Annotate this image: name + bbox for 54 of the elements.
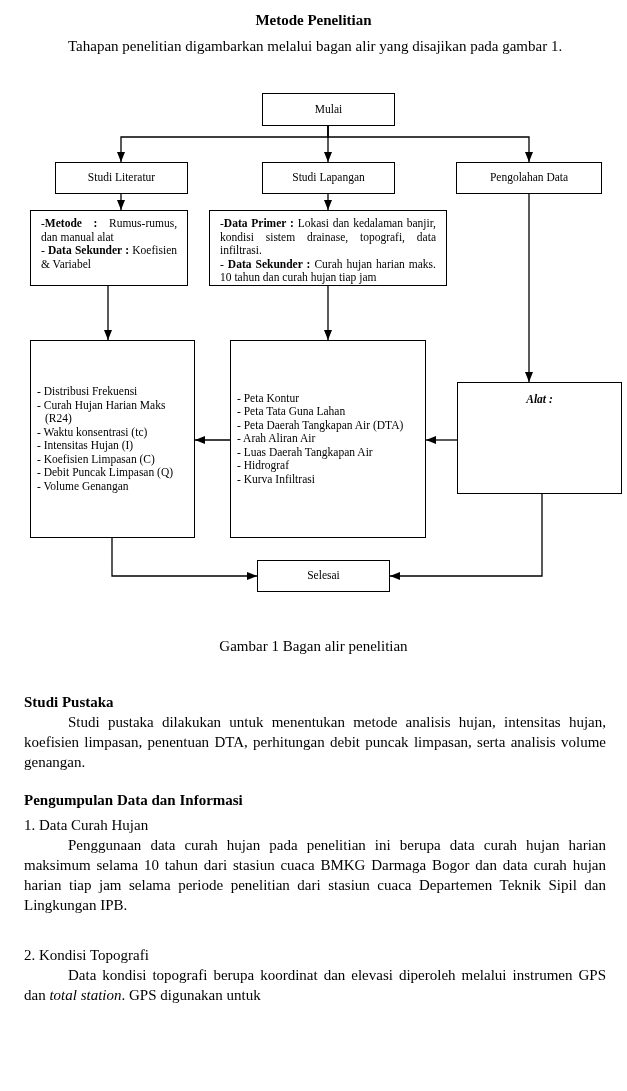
arrow <box>323 285 333 341</box>
box-text: -Metode : Rumus-rumus, dan manual alat <box>41 217 177 244</box>
arrow <box>103 285 113 341</box>
list-item: - Peta Daerah Tangkapan Air (DTA) <box>237 418 405 433</box>
arrow <box>327 125 534 163</box>
section-heading: Pengumpulan Data dan Informasi <box>24 791 244 810</box>
arrow <box>194 435 231 445</box>
process-box <box>30 340 195 538</box>
list-item: - Peta Kontur <box>237 391 300 406</box>
subheading: 1. Data Curah Hujan <box>24 816 150 835</box>
list-item: - Debit Puncak Limpasan (Q) <box>37 466 175 480</box>
arrow <box>323 193 333 211</box>
arrow <box>389 493 543 581</box>
process-box <box>209 210 447 286</box>
paragraph: Penggunaan data curah hujan pada penelitian ini berupa data curah hujan harian maksimum selama 10 tahun dari stasiun cuaca BMKG Darmaga Bogor dan data curah hujan harian tiap jam selama periode penelitian dari stasiun cuaca Departemen Teknik Sipil dan Lingkungan IPB. <box>24 836 606 915</box>
arrow <box>116 193 126 211</box>
list-item: - Kurva Infiltrasi <box>237 472 316 487</box>
list-item: - Distribusi Frekuensi <box>37 385 139 399</box>
box-text: - Data Sekunder : Koefisien & Variabel <box>41 244 177 271</box>
process-box <box>30 210 188 286</box>
process-box <box>262 162 395 194</box>
box-text: Pengolahan Data <box>489 171 569 185</box>
process-box <box>230 340 426 538</box>
list-item: - Hidrograf <box>237 459 291 473</box>
list-item: - Koefisien Limpasan (C) <box>37 452 156 466</box>
box-text: -Data Primer : Lokasi dan kedalaman banjir, kondisi sistem drainase, topografi, data infiltrasi. <box>220 217 436 258</box>
box-text: Mulai <box>314 102 343 117</box>
list-item: - Intensitas Hujan (I) <box>37 439 135 453</box>
box-text: Studi Lapangan <box>292 171 365 185</box>
arrow <box>111 537 258 581</box>
process-box <box>457 382 622 494</box>
box-text: - Data Sekunder : Curah hujan harian maks. 10 tahun dan curah hujan tiap jam <box>220 257 436 285</box>
box-text: Alat : <box>525 393 554 407</box>
list-item: - Arah Aliran Air <box>237 432 317 446</box>
process-box <box>55 162 188 194</box>
list-item: - Volume Genangan <box>37 479 130 493</box>
subheading: 2. Kondisi Topografi <box>24 946 150 965</box>
box-text: Selesai <box>307 569 340 583</box>
list-item: - Luas Daerah Tangkapan Air <box>237 445 374 460</box>
section-heading: Studi Pustaka <box>24 693 115 712</box>
page-heading: Metode Penelitian <box>254 11 373 30</box>
list-item: - Peta Tata Guna Lahan <box>237 405 347 419</box>
process-box <box>456 162 602 194</box>
list-item: - Waktu konsentrasi (tc) <box>37 425 149 439</box>
arrow <box>524 193 534 383</box>
paragraph: Tahapan penelitian digambarkan melalui bagan alir yang disajikan pada gambar 1. <box>67 37 564 56</box>
paragraph: Studi pustaka dilakukan untuk menentukan metode analisis hujan, intensitas hujan, koefisien limpasan, penentuan DTA, perhitungan debit puncak limpasan, serta analisis volume genangan. <box>24 713 606 772</box>
arrow <box>425 435 458 445</box>
end-box <box>257 560 390 592</box>
figure-caption: Gambar 1 Bagan alir penelitian <box>218 637 409 656</box>
paragraph: Data kondisi topografi berupa koordinat dan elevasi diperoleh melalui instrumen GPS dan total station. GPS digunakan untuk <box>24 966 606 1005</box>
list-item: - Curah Hujan Harian Maks (R24) <box>37 398 167 426</box>
start-box <box>262 93 395 126</box>
box-text: Studi Literatur <box>87 171 156 185</box>
